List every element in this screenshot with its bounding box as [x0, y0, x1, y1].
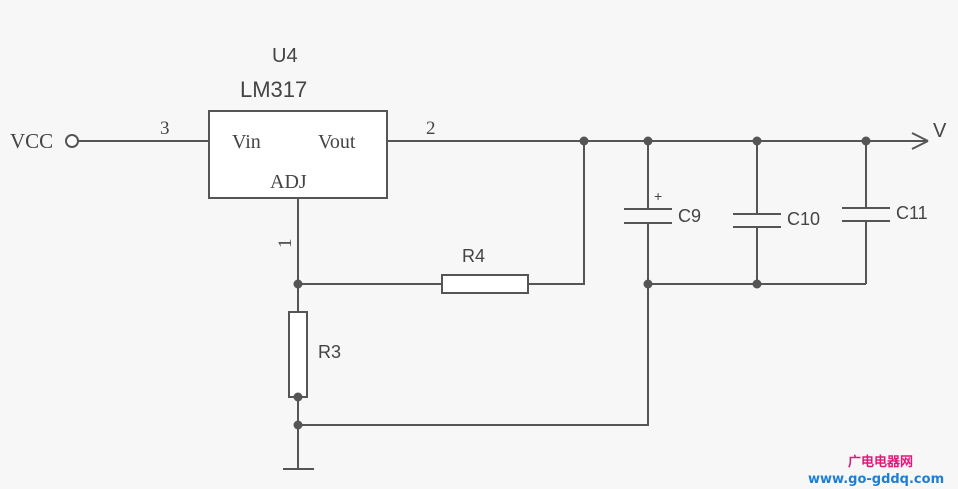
- resistor-r4: [441, 274, 529, 294]
- junction-dot: [643, 136, 653, 146]
- c11-label: C11: [896, 203, 928, 223]
- wire-r4-output: [528, 141, 585, 285]
- junction-dot: [643, 279, 653, 289]
- wire-ground-return: [298, 284, 649, 426]
- junction-dot: [293, 279, 303, 289]
- pin-2-label: 2: [426, 118, 436, 139]
- junction-dot: [861, 136, 871, 146]
- junction-dot: [293, 420, 303, 430]
- junction-dot: [752, 136, 762, 146]
- pin-3-label: 3: [160, 118, 170, 139]
- r4-label: R4: [462, 246, 485, 266]
- ic-part-label: LM317: [240, 77, 307, 102]
- pin-vin-label: Vin: [232, 131, 261, 153]
- watermark-name: 广电电器网: [848, 454, 913, 470]
- c9-polarity-mark: +: [654, 188, 662, 204]
- resistor-r3: [288, 311, 308, 398]
- c10-label: C10: [787, 209, 820, 229]
- junction-dot: [293, 392, 303, 402]
- watermark-site: www.go-gddq.com: [808, 472, 944, 487]
- output-arrow-top: [911, 132, 929, 142]
- c9-label: C9: [678, 206, 701, 226]
- junction-dot: [752, 279, 762, 289]
- vcc-label: VCC: [10, 129, 53, 153]
- pin-adj-label: ADJ: [270, 171, 307, 193]
- r3-label: R3: [318, 342, 341, 362]
- vcc-terminal: [65, 134, 79, 148]
- pin-1-label: 1: [275, 239, 296, 249]
- pin-vout-label: Vout: [318, 131, 356, 153]
- junction-dot: [579, 136, 589, 146]
- ic-ref-label: U4: [272, 45, 298, 67]
- output-arrow-bottom: [911, 140, 929, 150]
- output-v-label: V: [933, 120, 947, 142]
